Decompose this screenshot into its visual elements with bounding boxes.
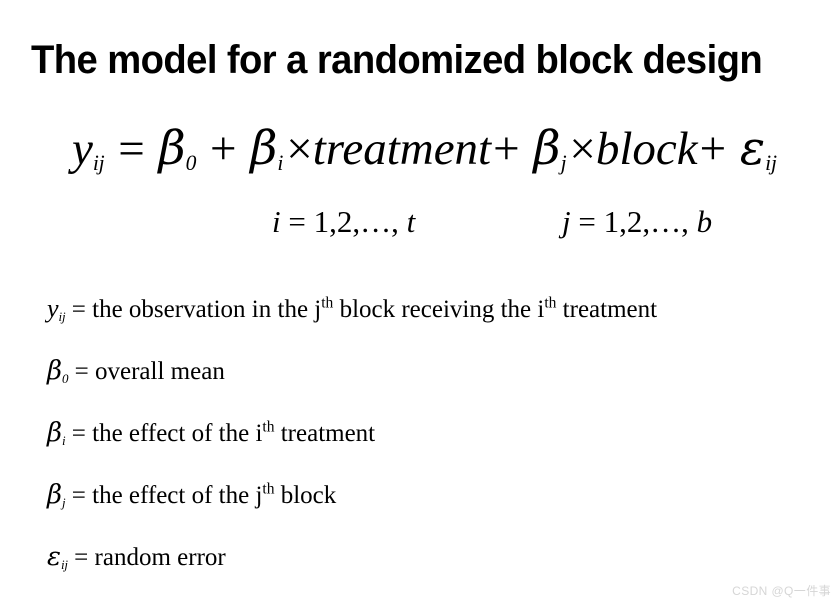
equation-beta-j-symbol: β — [533, 121, 561, 176]
equation-beta0-subscript: 0 — [185, 151, 197, 176]
equation-epsilon-symbol: ε — [739, 121, 766, 176]
definition-symbol: β — [47, 418, 63, 448]
definition-text: overall mean — [95, 358, 225, 385]
equation-beta-j-subscript: j — [560, 151, 567, 176]
definition-text-middle: block receiving the i — [333, 296, 545, 323]
definition-subscript: j — [62, 494, 66, 510]
equation-epsilon-subscript: ij — [765, 151, 777, 176]
page-title: The model for a randomized block design — [31, 38, 763, 82]
csdn-watermark: CSDN @Q一件事 — [732, 584, 831, 598]
definition-text: the effect of the j — [92, 482, 263, 509]
index-range-j-equals: = — [578, 204, 596, 239]
definition-item: βj = the effect of the jth block — [47, 480, 827, 542]
definition-text-end: treatment — [556, 296, 658, 323]
definition-ordinal-suffix: th — [262, 480, 275, 498]
equation-block-term: block — [595, 123, 698, 175]
definition-equals: = — [74, 358, 89, 385]
definition-item: yij = the observation in the jth block r… — [47, 294, 827, 356]
equation-times-sign-1: × — [286, 123, 313, 175]
index-range-j: j = 1,2,…, b — [562, 200, 712, 244]
index-range-j-limit: b — [696, 204, 713, 239]
equation-lhs-variable: y — [72, 123, 93, 175]
definition-subscript: ij — [60, 556, 68, 572]
index-range-i-variable: i — [272, 204, 281, 239]
definition-subscript: 0 — [62, 370, 69, 386]
definition-ordinal-suffix: th — [262, 418, 275, 436]
index-range-i: i = 1,2,…, t — [272, 200, 415, 244]
definition-item: β0 = overall mean — [47, 356, 827, 418]
definition-subscript: i — [62, 432, 66, 448]
equation-beta-i-subscript: i — [277, 151, 284, 176]
definition-text-end: treatment — [274, 420, 376, 447]
definition-item: εij = random error — [47, 542, 827, 604]
definition-ordinal-suffix: th — [321, 294, 334, 312]
definition-symbol: ε — [47, 542, 61, 572]
definition-equals: = — [74, 544, 89, 571]
definition-text: the effect of the i — [92, 420, 263, 447]
equation-treatment-term: treatment — [312, 123, 492, 175]
equation-lhs-subscript: ij — [92, 151, 105, 176]
index-range-i-values: 1,2,…, — [313, 204, 399, 239]
equation-beta-i-symbol: β — [250, 121, 278, 176]
definition-symbol: β — [47, 356, 63, 386]
definition-item: βi = the effect of the ith treatment — [47, 418, 827, 480]
definition-symbol: y — [47, 294, 59, 323]
index-range-i-limit: t — [406, 204, 416, 239]
definitions-list: yij = the observation in the jth block r… — [47, 294, 827, 604]
definition-text: random error — [94, 544, 226, 571]
model-equation: yij = β0 + βi×treatment+ βj×block+ εij — [72, 118, 777, 188]
index-range-j-values: 1,2,…, — [603, 204, 689, 239]
definition-subscript: ij — [58, 308, 66, 324]
index-range-j-variable: j — [562, 204, 571, 239]
equation-plus-sign-3: + — [699, 123, 727, 175]
definition-text: the observation in the j — [92, 296, 322, 323]
definition-equals: = — [71, 482, 86, 509]
definition-text-end: block — [274, 482, 337, 509]
definition-symbol: β — [47, 480, 63, 510]
equation-beta0-symbol: β — [158, 121, 186, 176]
definition-ordinal-suffix-2: th — [544, 294, 557, 312]
equation-times-sign-2: × — [569, 123, 596, 175]
definition-equals: = — [71, 296, 86, 323]
equation-plus-sign-2: + — [493, 123, 520, 175]
equation-plus-sign-1: + — [209, 123, 237, 175]
definition-equals: = — [71, 420, 86, 447]
equation-equals-sign: = — [118, 123, 145, 175]
index-range-i-equals: = — [288, 204, 306, 239]
